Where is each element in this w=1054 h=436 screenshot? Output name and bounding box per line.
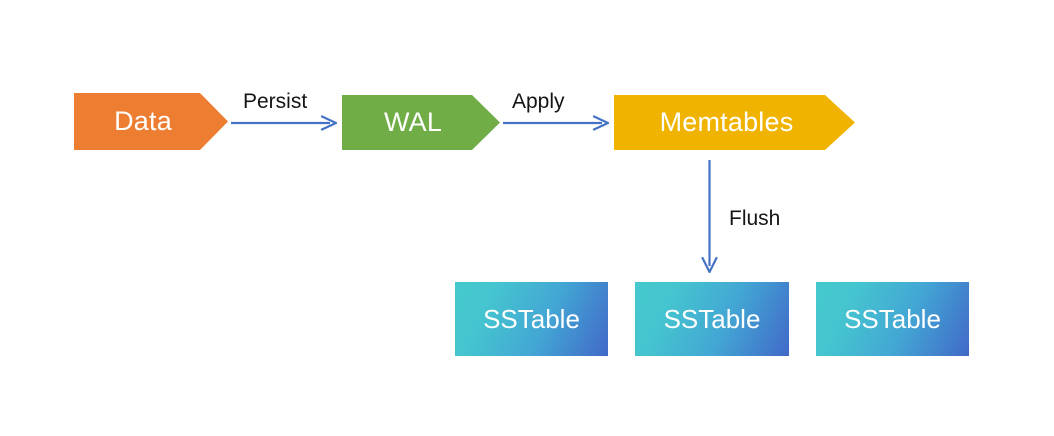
edge-label-apply: Apply — [512, 90, 565, 113]
node-memtables[interactable]: Memtables — [614, 95, 855, 150]
node-wal-label: WAL — [383, 107, 443, 137]
node-sstable-1[interactable]: SSTable — [455, 282, 608, 356]
node-data-label: Data — [114, 106, 172, 136]
node-sstable-3[interactable]: SSTable — [816, 282, 969, 356]
node-data[interactable]: Data — [74, 93, 228, 150]
node-sstable-2[interactable]: SSTable — [635, 282, 789, 356]
edge-label-flush: Flush — [729, 207, 781, 230]
edge-flush-arrowhead — [701, 256, 718, 274]
node-memtables-label: Memtables — [659, 107, 794, 137]
node-sstable-3-label: SSTable — [844, 304, 941, 334]
edge-label-persist: Persist — [243, 90, 308, 113]
edge-apply-arrowhead — [592, 115, 610, 131]
node-sstable-1-label: SSTable — [483, 304, 580, 334]
node-sstable-2-label: SSTable — [663, 304, 761, 334]
edge-apply — [503, 115, 610, 131]
node-wal[interactable]: WAL — [342, 95, 500, 150]
edge-persist — [231, 115, 338, 131]
edge-flush — [701, 160, 718, 274]
edge-persist-arrowhead — [320, 115, 338, 131]
